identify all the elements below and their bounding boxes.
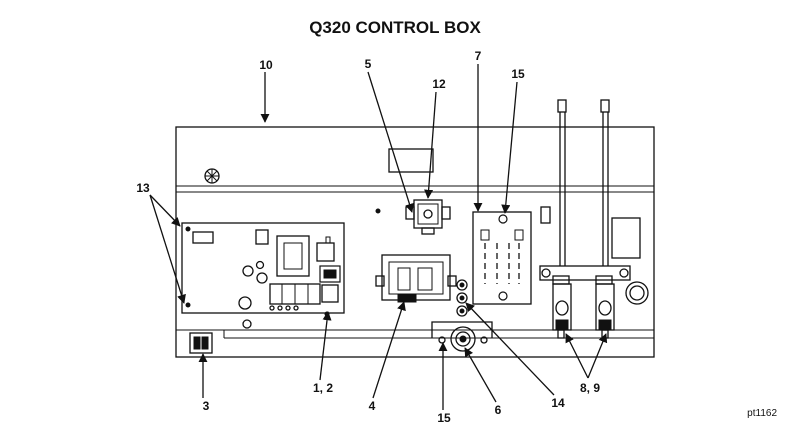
small-fuse <box>540 206 551 224</box>
callout-14: 14 <box>551 396 565 410</box>
reference-code: pt1162 <box>747 408 777 419</box>
callout-3: 3 <box>203 399 210 413</box>
ignition-module <box>472 211 532 305</box>
callout-5: 5 <box>365 57 372 71</box>
callout-7: 7 <box>475 49 482 63</box>
callout-8-9: 8, 9 <box>580 381 600 395</box>
control-box-outline <box>175 126 655 358</box>
center-relay <box>375 254 457 303</box>
callout-12: 12 <box>432 77 446 91</box>
callout-15-bottom: 15 <box>437 411 451 425</box>
leader-lines <box>149 64 608 410</box>
reset-knob <box>625 281 649 305</box>
power-terminal <box>189 332 213 354</box>
callout-4: 4 <box>369 399 376 413</box>
top-opening <box>388 148 434 173</box>
thermostat <box>431 321 493 352</box>
callout-15-top: 15 <box>511 67 525 81</box>
probe-assembly <box>539 99 631 339</box>
callout-labels: 10 5 12 7 15 13 1, 2 3 4 15 6 14 8, 9 <box>136 49 600 425</box>
mounting-screw <box>204 168 220 184</box>
right-opening <box>611 217 641 259</box>
top-switch <box>405 199 451 235</box>
callout-13: 13 <box>136 181 150 195</box>
callout-6: 6 <box>495 403 502 417</box>
mounting-nuts <box>456 279 468 317</box>
callout-1-2: 1, 2 <box>313 381 333 395</box>
control-board <box>181 222 345 317</box>
callout-10: 10 <box>259 58 273 72</box>
diagram-title: Q320 CONTROL BOX <box>309 18 481 37</box>
